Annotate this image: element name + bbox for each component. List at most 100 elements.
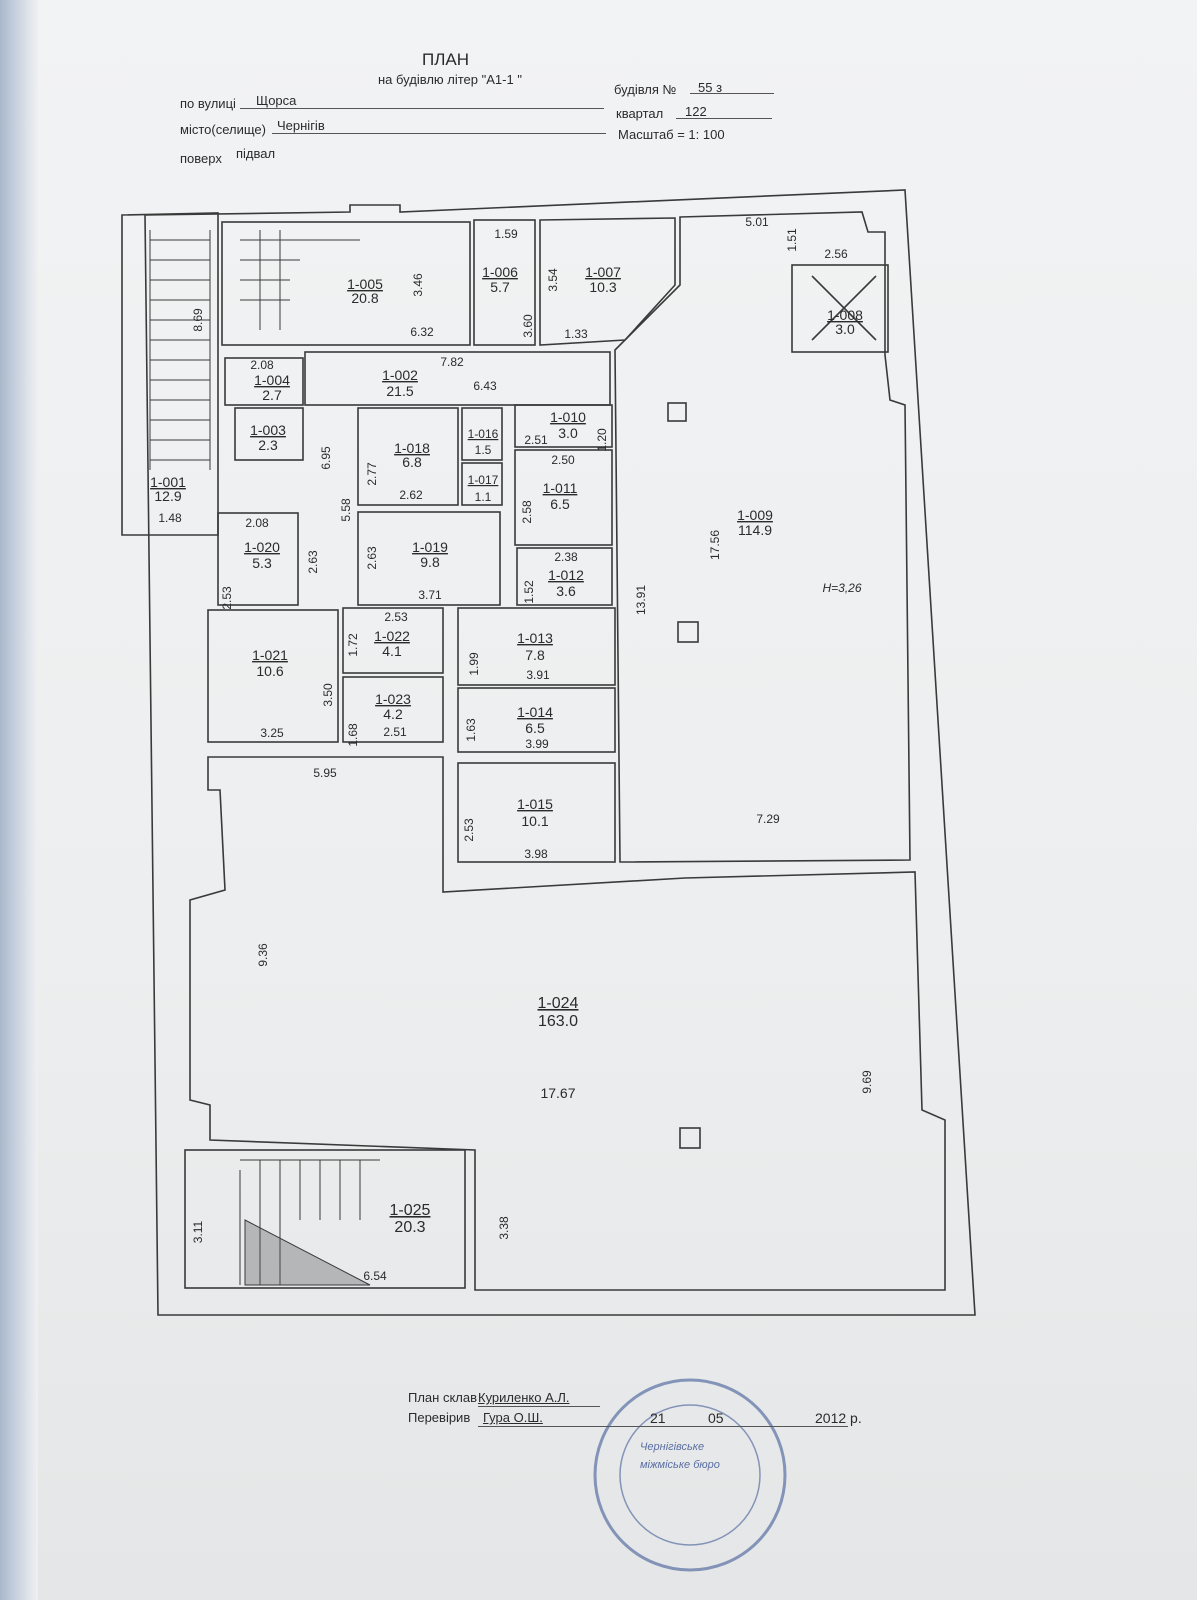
dimension: 9.36 <box>256 943 270 967</box>
dimension: 3.60 <box>521 314 535 338</box>
official-stamp <box>593 1378 787 1572</box>
stairs <box>149 230 380 1286</box>
dimension: 1.48 <box>158 511 182 525</box>
room-area: 2.3 <box>258 437 278 453</box>
dimension: 2.08 <box>245 516 269 530</box>
room-area: 163.0 <box>538 1013 578 1030</box>
room-area: 10.1 <box>521 813 548 829</box>
ceiling-height: H=3,26 <box>822 581 861 595</box>
dimension: 2.58 <box>520 500 534 524</box>
dimension: 17.67 <box>540 1085 575 1101</box>
dimension: 1.72 <box>346 633 360 657</box>
binder-edge <box>0 0 40 1600</box>
room-id: 1-019 <box>412 539 448 555</box>
block-label: квартал <box>616 106 664 121</box>
dimension: 9.69 <box>860 1070 874 1094</box>
room-area: 7.8 <box>525 647 545 663</box>
dimension: 2.08 <box>250 358 274 372</box>
room-id: 1-007 <box>585 264 621 280</box>
dimension: 2.63 <box>306 550 320 574</box>
room-id: 1-005 <box>347 276 383 292</box>
floor-label: поверх <box>180 151 222 166</box>
room-area: 114.9 <box>738 522 772 538</box>
dimension: 3.91 <box>526 668 550 682</box>
room-area: 10.3 <box>589 279 616 295</box>
room-id: 1-004 <box>254 372 290 388</box>
dimension: 3.25 <box>260 726 284 740</box>
room-id: 1-023 <box>375 691 411 707</box>
room-area: 3.0 <box>558 425 578 441</box>
dimension: 3.71 <box>418 588 442 602</box>
dimension: 1.59 <box>494 227 518 241</box>
dimension: 1.51 <box>785 228 799 252</box>
dimension-labels: 8.69 1.48 7.82 6.43 2.08 3.46 6.32 1.59 … <box>158 215 874 1283</box>
dimension: 1.63 <box>464 718 478 742</box>
paper-sheet <box>38 0 1197 1600</box>
dimension: 3.99 <box>525 737 549 751</box>
dimension: 2.53 <box>462 818 476 842</box>
dimension: 3.11 <box>191 1220 205 1243</box>
walls <box>121 189 976 1316</box>
block-value: 122 <box>685 104 707 119</box>
room-area: 6.8 <box>402 454 422 470</box>
dimension: 2.77 <box>365 462 379 486</box>
city-value: Чернігів <box>277 118 325 133</box>
room-area: 20.3 <box>394 1219 425 1236</box>
room-area: 9.8 <box>420 554 440 570</box>
date-year: 2012 р. <box>815 1410 862 1426</box>
dimension: 2.38 <box>554 550 578 564</box>
room-id: 1-008 <box>827 307 863 323</box>
room-id: 1-018 <box>394 440 430 456</box>
stamp-inner-text: Чернігівське міжміське бюро <box>640 1441 720 1471</box>
date-day: 21 <box>650 1410 666 1426</box>
room-area: 12.9 <box>154 488 181 504</box>
dimension: 5.95 <box>313 766 337 780</box>
room-id: 1-012 <box>548 567 584 583</box>
room-area: 10.6 <box>256 663 283 679</box>
room-id: 1-024 <box>538 995 579 1012</box>
room-area: 4.2 <box>383 706 403 722</box>
building-value: 55 з <box>698 80 723 95</box>
room-area: 5.7 <box>490 279 510 295</box>
street-value: Щорса <box>256 93 297 108</box>
room-area: 6.5 <box>525 720 545 736</box>
room-id: 1-021 <box>252 647 288 663</box>
dimension: 5.01 <box>745 215 769 229</box>
plan-title: ПЛАН <box>422 50 469 69</box>
room-area: 3.6 <box>556 583 576 599</box>
room-id: 1-017 <box>468 473 499 487</box>
dimension: 3.46 <box>411 273 425 297</box>
dimension: 17.56 <box>708 530 722 560</box>
dimension: 5.58 <box>339 498 353 522</box>
room-area: 1.1 <box>475 490 492 504</box>
dimension: 1.20 <box>595 428 609 452</box>
dimension: 13.91 <box>634 585 648 615</box>
room-id: 1-015 <box>517 796 553 812</box>
room-area: 2.7 <box>262 387 282 403</box>
room-id: 1-016 <box>468 427 499 441</box>
room-area: 20.8 <box>351 290 378 306</box>
scale: Масштаб = 1: 100 <box>618 127 725 142</box>
dimension: 6.32 <box>410 325 434 339</box>
room-area: 21.5 <box>386 383 413 399</box>
plan-subtitle: на будівлю літер "А1-1 " <box>378 72 522 87</box>
room-id: 1-011 <box>543 480 578 496</box>
date-month: 05 <box>708 1410 724 1426</box>
dimension: 2.56 <box>824 247 848 261</box>
city-label: місто(селище) <box>180 122 266 137</box>
dimension: 2.53 <box>220 586 234 610</box>
dimension: 6.54 <box>363 1269 387 1283</box>
room-id: 1-009 <box>737 507 773 523</box>
room-id: 1-020 <box>244 539 280 555</box>
stamp-text-line: Чернігівське <box>640 1441 704 1453</box>
dimension: 2.62 <box>399 488 423 502</box>
dimension: 1.52 <box>522 580 536 604</box>
room-id: 1-001 <box>150 474 186 490</box>
made-by: Куриленко А.Л. <box>478 1390 570 1405</box>
dimension: 1.68 <box>346 723 360 747</box>
dimension: 1.99 <box>467 652 481 676</box>
floor-value: підвал <box>236 146 276 161</box>
dimension: 6.95 <box>319 446 333 470</box>
building-label: будівля № <box>614 82 677 97</box>
